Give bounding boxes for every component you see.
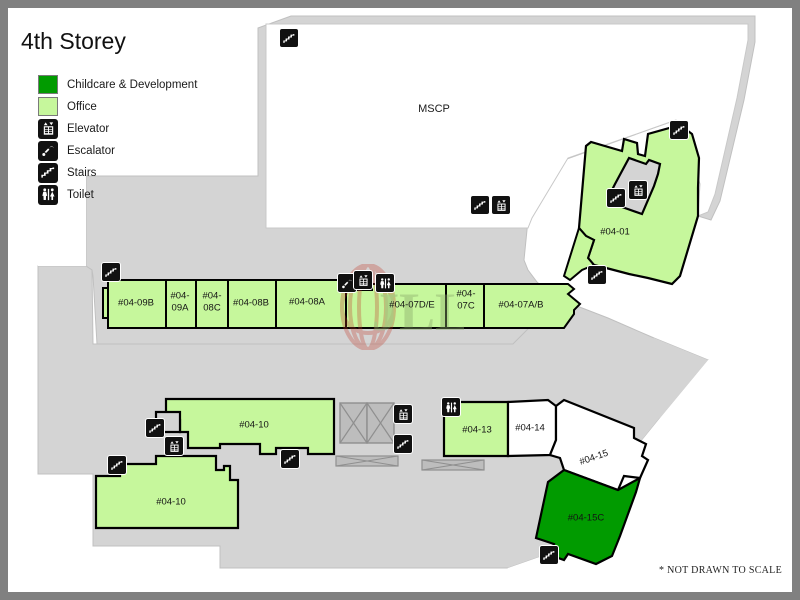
legend-item-stairs: Stairs — [38, 162, 197, 183]
legend-label-elevator: Elevator — [67, 122, 110, 135]
stairs-icon[interactable] — [393, 434, 413, 454]
elevator-icon[interactable] — [491, 195, 511, 215]
floorplan-svg — [37, 15, 792, 592]
escalator-icon — [38, 140, 58, 161]
elevator-icon[interactable] — [628, 180, 648, 200]
legend-swatch-childcare — [38, 75, 58, 94]
stairs-icon[interactable] — [669, 120, 689, 140]
unit-shape-04-10-lower[interactable] — [94, 454, 240, 530]
legend-label-stairs: Stairs — [67, 166, 97, 179]
elevator-icon[interactable] — [353, 270, 373, 290]
service-core-shafts — [335, 402, 485, 471]
legend-item-escalator: Escalator — [38, 140, 197, 161]
stairs-icon[interactable] — [280, 449, 300, 469]
not-to-scale-note: * NOT DRAWN TO SCALE — [659, 565, 782, 576]
stairs-icon[interactable] — [470, 195, 490, 215]
stairs-icon[interactable] — [107, 455, 127, 475]
stairs-icon[interactable] — [587, 265, 607, 285]
legend-item-office: Office — [38, 96, 197, 117]
legend-item-toilet: Toilet — [38, 184, 197, 205]
unit-strip-mid[interactable] — [102, 225, 596, 329]
stairs-icon[interactable] — [539, 545, 559, 565]
legend-label-escalator: Escalator — [67, 144, 115, 157]
stairs-icon[interactable] — [279, 28, 299, 48]
elevator-icon — [38, 118, 58, 139]
legend-label-toilet: Toilet — [67, 188, 94, 201]
floorplan-canvas: 4th Storey Childcare & Development Offic… — [8, 8, 792, 592]
stairs-icon — [38, 162, 58, 183]
elevator-icon[interactable] — [393, 404, 413, 424]
stairs-icon[interactable] — [606, 188, 626, 208]
toilet-icon[interactable] — [441, 397, 461, 417]
legend-label-office: Office — [67, 100, 97, 113]
legend-item-childcare: Childcare & Development — [38, 74, 197, 95]
legend-label-childcare: Childcare & Development — [67, 78, 198, 91]
toilet-icon[interactable] — [375, 273, 395, 293]
legend: Childcare & Development Office — [38, 74, 197, 206]
stairs-icon[interactable] — [101, 262, 121, 282]
elevator-icon[interactable] — [164, 436, 184, 456]
unit-shape-04-01[interactable] — [577, 123, 701, 286]
area-label-mscp: MSCP — [418, 103, 450, 115]
toilet-icon — [38, 184, 58, 205]
page-title: 4th Storey — [21, 28, 126, 54]
legend-swatch-office — [38, 97, 58, 116]
stairs-icon[interactable] — [145, 418, 165, 438]
legend-item-elevator: Elevator — [38, 118, 197, 139]
unit-shape-04-14[interactable] — [506, 398, 558, 458]
